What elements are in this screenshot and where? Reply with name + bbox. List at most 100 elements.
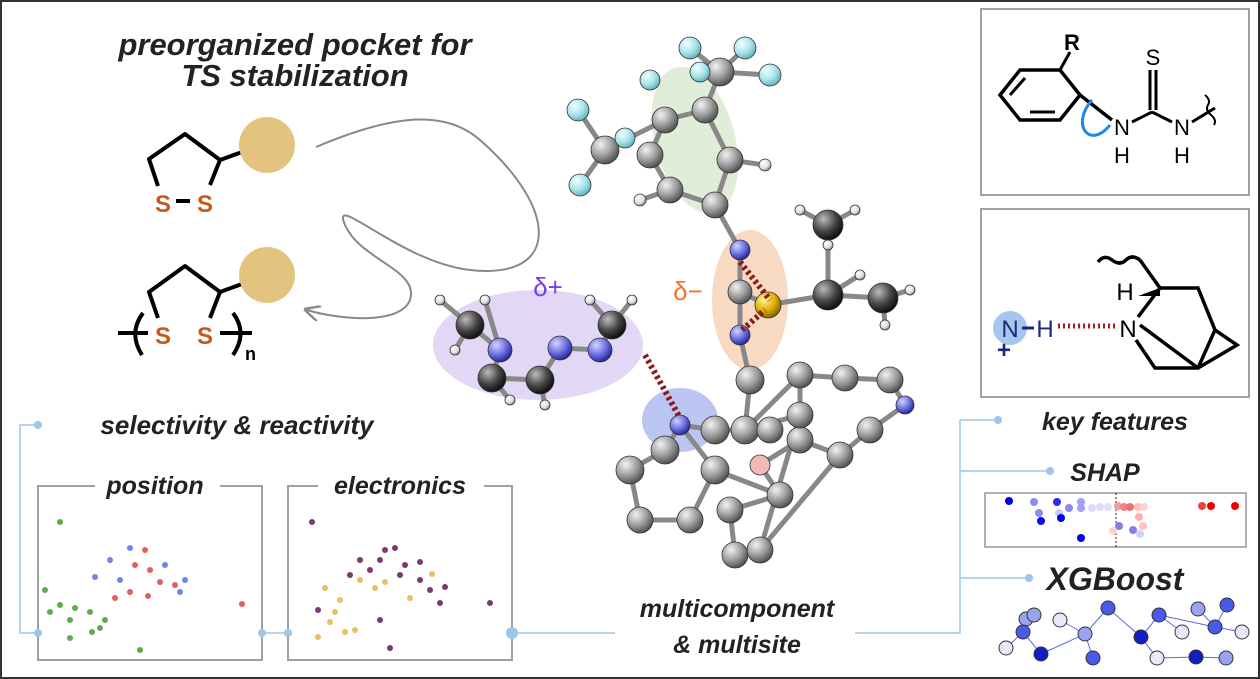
scatter-point: [112, 595, 118, 601]
carbon-atom: [701, 191, 729, 219]
tree-node: [1151, 607, 1167, 623]
hydrogen-label: H: [1114, 143, 1130, 168]
carbon-atom: [856, 416, 884, 444]
carbon-atom: [615, 455, 645, 485]
shap-point: [1088, 504, 1096, 512]
carbon-atom: [746, 536, 774, 564]
scatter-point: [97, 625, 103, 631]
scatter-point: [102, 617, 108, 623]
carbon-atom: [700, 415, 730, 445]
thiourea-box: R S N H N H: [980, 8, 1250, 196]
hydrogen-atom: [854, 269, 866, 281]
scatter-point: [397, 572, 403, 578]
shap-point: [1139, 522, 1147, 530]
tree-node: [1033, 646, 1049, 662]
shap-point: [1035, 509, 1043, 517]
shap-point: [1053, 498, 1061, 506]
scatter-point: [429, 571, 435, 577]
shap-point: [1037, 517, 1045, 525]
hydrogen-atom: [822, 239, 834, 251]
fluorine-atom: [758, 63, 782, 87]
scatter-point: [87, 609, 93, 615]
multisite-label: & multisite: [673, 631, 801, 659]
scatter-point: [377, 617, 383, 623]
tree-edge: [1158, 614, 1216, 628]
carbon-atom: [590, 135, 620, 165]
carbon-atom: [525, 365, 555, 395]
curved-arrow: [307, 118, 540, 319]
shap-point: [1096, 503, 1104, 511]
shap-point: [1065, 504, 1073, 512]
carbon-atom: [831, 364, 859, 392]
sulfur-label: S: [1146, 45, 1161, 70]
electronics-panel-title: electronics: [334, 472, 466, 500]
nitrogen-atom: [729, 324, 751, 346]
scatter-point: [127, 589, 133, 595]
carbon-atom: [656, 176, 684, 204]
scatter-point: [177, 589, 183, 595]
scatter-point: [392, 545, 398, 551]
tree-node: [1077, 626, 1093, 642]
scatter-point: [47, 609, 53, 615]
hydrogen-atom: [449, 344, 461, 356]
fluorine-atom: [639, 69, 661, 91]
scatter-point: [342, 629, 348, 635]
scatter-point: [309, 519, 315, 525]
scatter-point: [372, 585, 378, 591]
shap-point: [1057, 514, 1065, 522]
position-panel-title: position: [105, 472, 203, 500]
nitrogen-atom: [487, 337, 513, 363]
scatter-point: [377, 557, 383, 563]
ammonium-n-label: N: [1001, 316, 1018, 343]
scatter-point: [107, 557, 113, 563]
scatter-point: [132, 562, 138, 568]
carbon-atom: [636, 141, 664, 169]
carbon-atom: [477, 363, 507, 393]
scatter-point: [315, 634, 321, 640]
carbon-atom: [735, 365, 765, 395]
right-connector: [855, 416, 1054, 634]
nitrogen-atom: [729, 239, 751, 261]
gold-particle: [239, 247, 295, 303]
repeat-subscript: n: [245, 344, 256, 364]
carbon-atom: [650, 435, 680, 465]
tree-node: [1026, 607, 1042, 623]
transition-state-molecule: [434, 36, 916, 569]
scatter-point: [57, 519, 63, 525]
carbon-atom: [756, 416, 784, 444]
sulfur-atom-label: S: [155, 323, 171, 350]
scatter-point: [487, 600, 493, 606]
carbon-atom: [812, 209, 844, 241]
tree-node: [1234, 624, 1250, 640]
scatter-point: [127, 545, 133, 551]
shap-point: [1126, 503, 1134, 511]
scatter-point: [332, 609, 338, 615]
hydrogen-bond: [740, 307, 767, 333]
hydrogen-bond: [737, 260, 773, 302]
oxygen-atom: [749, 454, 771, 476]
electronics-panel: electronics: [287, 472, 513, 661]
scatter-point: [402, 562, 408, 568]
tree-node: [1100, 600, 1116, 616]
scatter-point: [382, 579, 388, 585]
scatter-point: [182, 577, 188, 583]
shap-label: SHAP: [1070, 459, 1140, 487]
scatter-point: [117, 577, 123, 583]
scatter-point: [145, 593, 151, 599]
selectivity-heading: selectivity & reactivity: [100, 410, 375, 440]
carbon-atom: [867, 282, 899, 314]
scatter-point: [407, 595, 413, 601]
shap-point: [1077, 498, 1085, 506]
scatter-point: [315, 607, 321, 613]
hydrogen-atom: [626, 294, 638, 306]
r-group-label: R: [1064, 30, 1080, 55]
scatter-point: [92, 574, 98, 580]
scatter-point: [437, 600, 443, 606]
carbon-atom: [597, 310, 627, 340]
tree-node: [1207, 619, 1223, 635]
carbon-atom: [812, 279, 844, 311]
scatter-point: [417, 559, 423, 565]
scatter-point: [387, 645, 393, 651]
shap-point: [1030, 498, 1038, 506]
